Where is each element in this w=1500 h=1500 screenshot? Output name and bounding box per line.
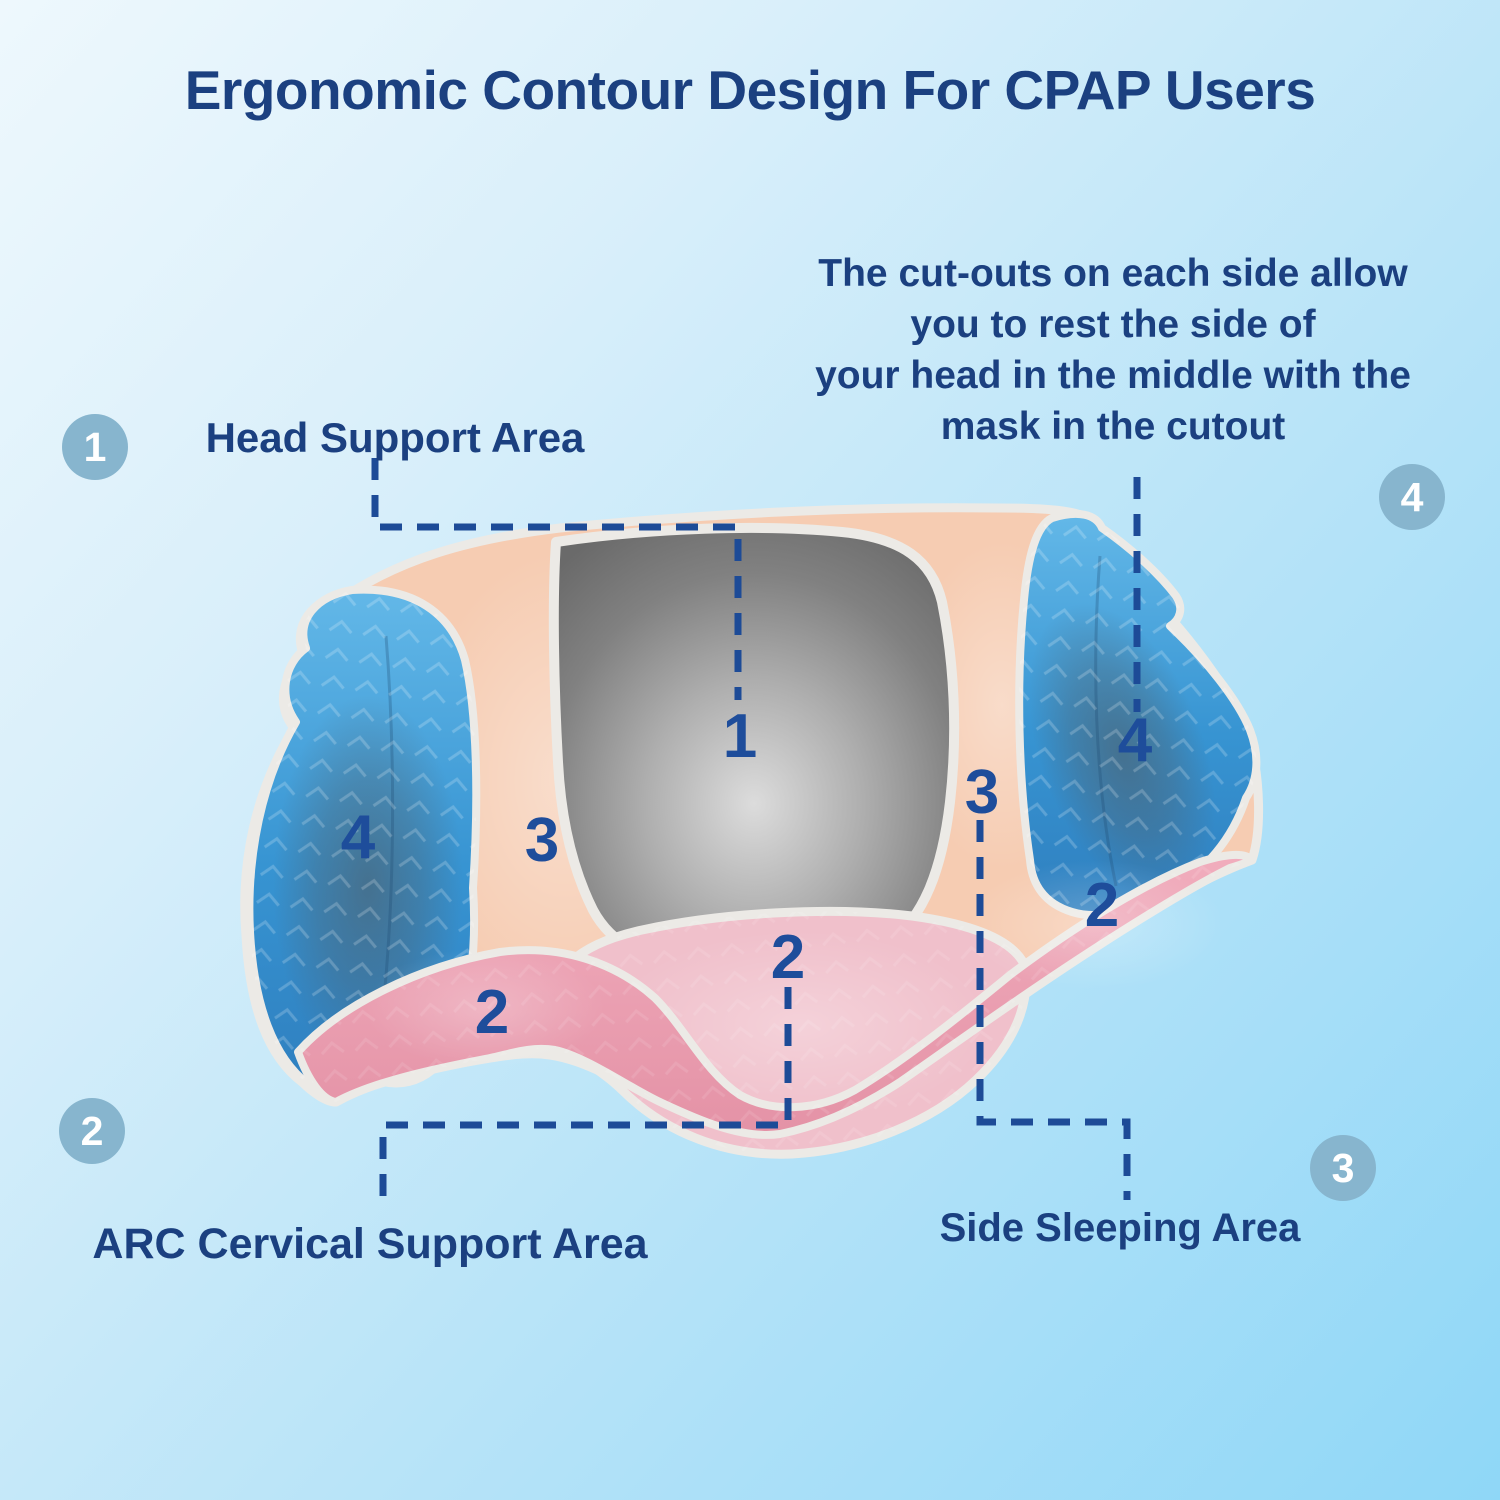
badge-4: 4 [1379, 464, 1445, 530]
cutout-annotation-line: your head in the middle with the [815, 354, 1411, 397]
connector-head-support [371, 458, 742, 700]
badge-1: 1 [62, 414, 128, 480]
connector-arc-cervical [379, 987, 792, 1207]
cutout-annotation: The cut-outs on each side allow you to r… [773, 248, 1453, 452]
cutout-annotation-line: The cut-outs on each side allow [818, 252, 1408, 295]
zone-number-cervical-right: 2 [1084, 871, 1120, 940]
label-head-support: Head Support Area [205, 414, 585, 461]
cutout-annotation-line: mask in the cutout [940, 405, 1286, 448]
page-title: Ergonomic Contour Design For CPAP Users [184, 59, 1316, 121]
zone-number-cutout-right: 4 [1117, 706, 1153, 775]
badge-2: 2 [59, 1098, 125, 1164]
front-rail-shape [294, 851, 1256, 1139]
connector-side-sleeping [976, 820, 1131, 1200]
zone-number-head: 1 [722, 702, 758, 771]
zone-number-cervical-center: 2 [770, 923, 806, 992]
label-arc-cervical-support: ARC Cervical Support Area [92, 1220, 648, 1268]
label-side-sleeping: Side Sleeping Area [939, 1206, 1301, 1250]
zone-number-cutout-left: 4 [340, 803, 376, 872]
zone-number-side-right: 3 [964, 758, 1000, 827]
right-wing-shape [1015, 509, 1261, 920]
cutout-annotation-line: you to rest the side of [910, 303, 1316, 346]
zone-number-side-left: 3 [524, 806, 560, 875]
zone-number-cervical-left: 2 [474, 978, 510, 1047]
badge-3: 3 [1310, 1135, 1376, 1201]
